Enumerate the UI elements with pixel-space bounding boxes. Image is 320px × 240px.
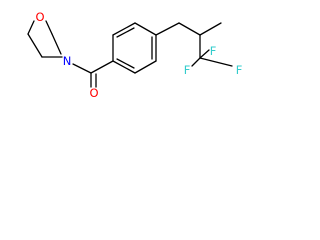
- cf3-bond: [199, 49, 210, 59]
- morpholine-bond: [45, 20, 53, 35]
- bond-lines: [27, 20, 233, 88]
- benzene-bond: [112, 22, 136, 36]
- carbonyl-oxygen-label: O: [89, 86, 98, 100]
- cf3-bond: [191, 57, 201, 67]
- benzene-bond: [112, 60, 136, 74]
- cf3-bond: [199, 57, 233, 67]
- aryl-carbonyl-bond: [90, 60, 114, 74]
- fluorine-right-label: F: [236, 63, 243, 77]
- molecule-structure: O N O F F F: [27, 10, 243, 100]
- benzene-bond: [134, 60, 157, 74]
- morpholine-bond: [51, 33, 62, 55]
- chain-bond: [155, 22, 180, 36]
- fluorine-left-label: F: [184, 63, 191, 77]
- morpholine-oxygen-label: O: [35, 10, 44, 24]
- morpholine-nitrogen-label: N: [63, 54, 72, 68]
- fluorine-top-label: F: [210, 44, 217, 58]
- amide-bond: [72, 63, 92, 74]
- benzene-inner-bond: [116, 27, 135, 38]
- benzene-inner-bond: [116, 58, 135, 69]
- benzene-bond: [134, 22, 157, 36]
- chain-bond: [178, 22, 201, 36]
- morpholine-bond: [27, 20, 35, 35]
- chain-bond: [199, 22, 222, 36]
- morpholine-bond: [27, 33, 43, 58]
